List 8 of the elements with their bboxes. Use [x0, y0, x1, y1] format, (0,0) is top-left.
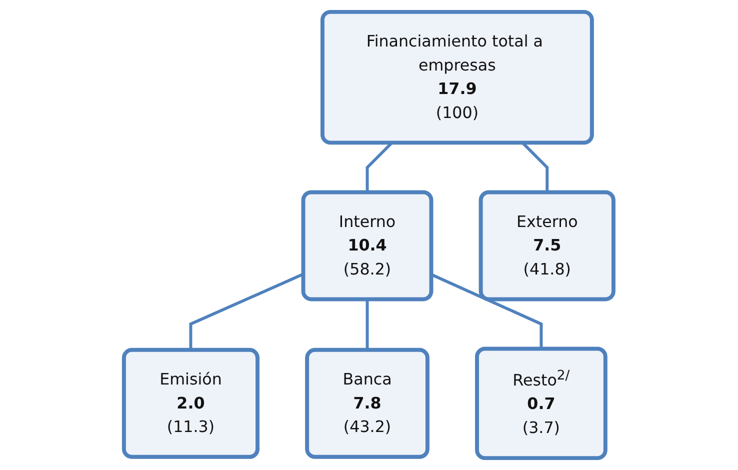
node-box: Banca 7.8 (43.2): [305, 348, 430, 459]
node-box: Interno 10.4 (58.2): [302, 190, 434, 302]
node-box: Financiamiento total a empresas 17.9 (100): [320, 10, 594, 145]
node-box: Emisión 2.0 (11.3): [122, 348, 260, 459]
node-box: Resto$^{2/}$ 0.7 (3.7): [475, 346, 608, 460]
connector: [366, 299, 370, 350]
connector: [430, 273, 543, 349]
node-box: Externo 7.5 (41.8): [479, 190, 616, 302]
